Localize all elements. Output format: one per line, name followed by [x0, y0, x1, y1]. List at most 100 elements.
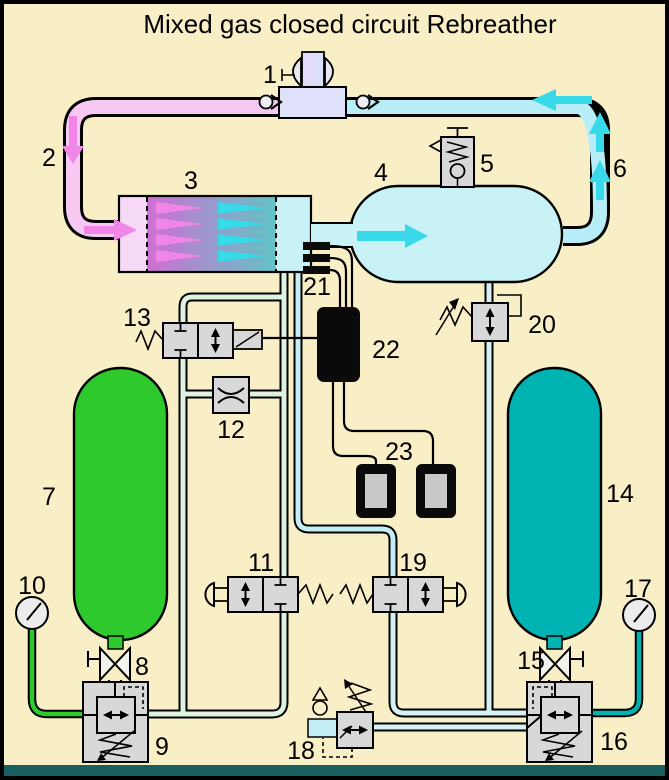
- reg9-adjust-arrow: [97, 753, 106, 761]
- inhale-left-arrow: [532, 89, 592, 111]
- label-2: 2: [42, 144, 56, 172]
- inhale-up-arrow-top: [589, 112, 611, 152]
- gauge17-needle: [633, 604, 649, 623]
- electrical-wires: [262, 244, 435, 466]
- display-wire-2: [342, 382, 435, 466]
- diluent-regulator: [526, 681, 593, 763]
- check-valve-inhale: [355, 94, 380, 110]
- valve13-spring: [135, 328, 164, 352]
- flow-arrows-pink: [62, 116, 137, 241]
- label-21: 21: [303, 273, 331, 301]
- sensor-wire-1: [329, 244, 354, 307]
- oxygen-pressure-gauge: [15, 596, 49, 630]
- mouthpiece-body: [278, 86, 347, 119]
- reg16-adjust-arrow: [545, 753, 554, 761]
- label-17: 17: [624, 575, 652, 603]
- valve5-spring: [445, 141, 470, 163]
- exhale-down-arrow: [62, 116, 84, 164]
- valve11-blocked-ports: [274, 577, 287, 612]
- valve11-spring: [297, 582, 334, 606]
- controller-unit: [317, 307, 360, 382]
- exhale-into-scrubber-arrow: [84, 219, 137, 241]
- label-1: 1: [263, 61, 277, 89]
- sensor-wire-2: [329, 256, 348, 307]
- label-9: 9: [155, 733, 169, 761]
- display-screen-right: [425, 474, 447, 508]
- label-3: 3: [184, 167, 198, 195]
- valve18-check-ball: [312, 700, 328, 716]
- oxygen-regulator: [82, 681, 149, 763]
- label-20: 20: [528, 311, 556, 339]
- valve20-spring: [439, 305, 473, 327]
- diluent-pressure-gauge: [622, 598, 656, 632]
- manual-diluent-valve: [339, 576, 467, 613]
- mouthpiece-neck: [301, 51, 325, 90]
- vent-direction-arrow: [428, 139, 442, 153]
- constant-flow-restrictor: [212, 376, 250, 414]
- mouthpiece: [278, 51, 347, 119]
- reg9-spring: [97, 733, 133, 758]
- oxygen-solenoid-valve: [135, 322, 263, 359]
- footer-bar: [4, 765, 665, 776]
- label-1-leader: [281, 69, 295, 81]
- valve19-button: [456, 581, 467, 608]
- label-23: 23: [385, 438, 413, 466]
- lp-diluent-lines: [373, 280, 527, 732]
- sensor-wire-3: [329, 268, 342, 307]
- hp-oxygen-gauge-line: [27, 629, 83, 719]
- scrubber-exhale-arrows: [156, 202, 204, 262]
- label-11: 11: [248, 549, 274, 577]
- label-22: 22: [372, 336, 400, 364]
- vent-port: [447, 127, 468, 137]
- valve18-adjust-arrow: [344, 679, 353, 689]
- label-18: 18: [287, 737, 315, 765]
- valve20-adjust-arrow: [449, 298, 459, 310]
- mouthpiece-flange-left: [292, 56, 302, 89]
- reg16-spring: [540, 733, 576, 758]
- label-19: 19: [399, 549, 427, 577]
- flow-arrows-cyan: [357, 89, 611, 248]
- handset-display-left: [356, 464, 396, 518]
- label-5: 5: [480, 150, 494, 178]
- display-wire-1: [331, 382, 378, 466]
- mouthpiece-flange-right: [324, 56, 334, 89]
- oxygen-tank: [72, 366, 169, 642]
- manual-oxygen-valve: [204, 576, 334, 613]
- loop-relief-valve: [435, 294, 522, 342]
- hp-diluent-gauge-line: [592, 631, 644, 718]
- label-4: 4: [374, 159, 388, 187]
- loop-feed-tube: [293, 270, 398, 577]
- label-10: 10: [18, 572, 46, 600]
- valve19-blocked-ports: [384, 577, 397, 612]
- valve19-spring: [339, 582, 374, 606]
- scrubber-inhale-arrows: [218, 202, 266, 262]
- diagram-title: Mixed gas closed circuit Rebreather: [143, 9, 557, 39]
- valve20-pilot-line: [497, 294, 522, 317]
- label-14: 14: [606, 480, 634, 508]
- counterlung-flow-arrow: [357, 224, 428, 248]
- label-8: 8: [135, 653, 149, 681]
- label-7: 7: [42, 483, 56, 511]
- diluent-tank: [506, 366, 603, 642]
- scrubber: [117, 194, 313, 274]
- handset-display-right: [416, 464, 456, 518]
- oxygen-sensors: [303, 242, 330, 274]
- valve18-spring: [346, 682, 374, 711]
- inhale-up-arrow-bottom: [589, 160, 611, 200]
- ambient-reference-valve: [307, 679, 374, 758]
- label-15: 15: [517, 647, 545, 675]
- counterlung: [311, 184, 564, 284]
- restrictor-symbol: [217, 387, 245, 404]
- valve13-blocked-ports: [174, 323, 187, 358]
- oxygen-tank-neck: [107, 635, 124, 650]
- scrubber-counterlung-connector: [311, 224, 353, 246]
- label-13: 13: [123, 304, 151, 332]
- oxygen-tank-valve: [87, 645, 131, 684]
- label-16: 16: [600, 728, 628, 756]
- valve18-water-port: [307, 718, 338, 738]
- overpressure-valve: [428, 127, 475, 188]
- label-12: 12: [217, 416, 245, 444]
